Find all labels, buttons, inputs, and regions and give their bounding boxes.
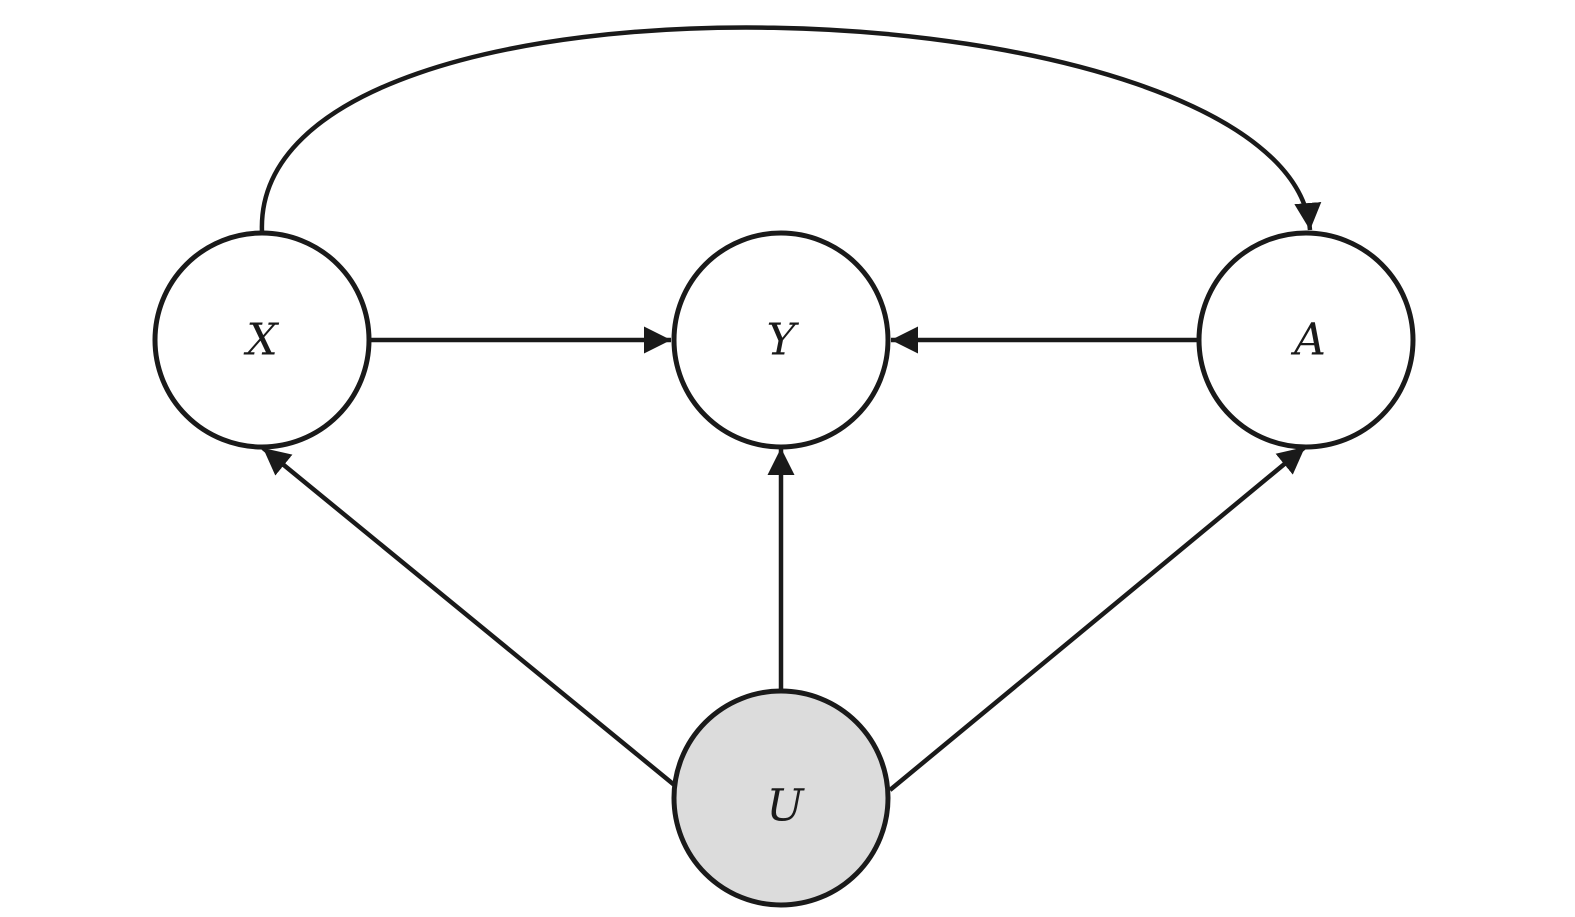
node-x-circle [152, 230, 372, 450]
edge-x-to-a [259, 25, 1322, 233]
edge-u-to-x [261, 446, 680, 790]
edge-u-to-a [888, 445, 1307, 792]
node-y-label: Y [766, 315, 799, 366]
node-u-label: U [766, 781, 805, 832]
node-u-circle [671, 688, 891, 908]
node-y: Y [671, 230, 891, 450]
node-a: A [1196, 230, 1416, 450]
node-x-label: X [243, 315, 279, 366]
node-u: U [671, 688, 891, 908]
node-x: X [152, 230, 372, 450]
node-a-label: A [1290, 315, 1326, 366]
node-y-circle [671, 230, 891, 450]
node-a-circle [1196, 230, 1416, 450]
